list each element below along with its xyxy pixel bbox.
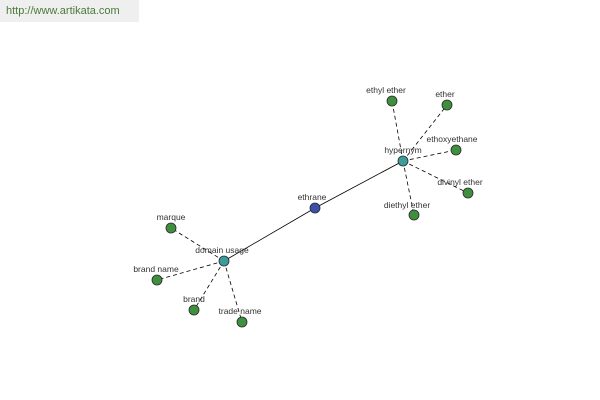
edge-domain-usage-to-trade-name — [223, 260, 243, 323]
node-ether[interactable] — [441, 99, 453, 111]
label-divinyl-ether: divinyl ether — [437, 177, 483, 187]
label-ethrane: ethrane — [298, 192, 327, 202]
node-trade-name[interactable] — [236, 316, 248, 328]
label-brand: brand — [183, 294, 205, 304]
label-ether: ether — [435, 89, 455, 99]
graph-nodes — [151, 95, 474, 328]
edge-center-to-hypernym — [314, 160, 404, 209]
graph-labels: ethrane hypernym ethyl ether ether ethoxyeth… — [133, 85, 483, 316]
edge-domain-usage-to-marque — [170, 227, 225, 262]
node-ethyl-ether[interactable] — [386, 95, 398, 107]
node-marque[interactable] — [165, 222, 177, 234]
label-ethyl-ether: ethyl ether — [366, 85, 406, 95]
label-brand-name: brand name — [133, 264, 179, 274]
edge-hypernym-to-ether — [402, 104, 448, 162]
edge-hypernym-to-diethyl-ether — [402, 160, 415, 216]
edge-center-to-domain-usage — [223, 207, 316, 262]
node-hypernym[interactable] — [397, 155, 409, 167]
node-divinyl-ether[interactable] — [462, 187, 474, 199]
url-banner[interactable]: http://www.artikata.com — [0, 0, 139, 22]
graph-edges — [156, 100, 469, 323]
edge-hypernym-to-divinyl-ether — [402, 160, 469, 194]
edge-hypernym-to-ethyl-ether — [391, 100, 404, 162]
label-domain-usage: domain usage — [195, 245, 249, 255]
node-diethyl-ether[interactable] — [408, 209, 420, 221]
node-brand-name[interactable] — [151, 274, 163, 286]
node-brand[interactable] — [188, 304, 200, 316]
node-ethoxyethane[interactable] — [450, 144, 462, 156]
edge-hypernym-to-ethoxyethane — [402, 149, 457, 162]
edge-domain-usage-to-brand — [193, 260, 225, 311]
label-hypernym: hypernym — [384, 145, 421, 155]
node-domain-usage[interactable] — [218, 255, 230, 267]
label-ethoxyethane: ethoxyethane — [426, 134, 477, 144]
label-marque: marque — [157, 212, 186, 222]
node-ethrane[interactable] — [309, 202, 321, 214]
label-trade-name: trade name — [219, 306, 262, 316]
label-diethyl-ether: diethyl ether — [384, 200, 430, 210]
edge-domain-usage-to-brand-name — [156, 260, 225, 281]
